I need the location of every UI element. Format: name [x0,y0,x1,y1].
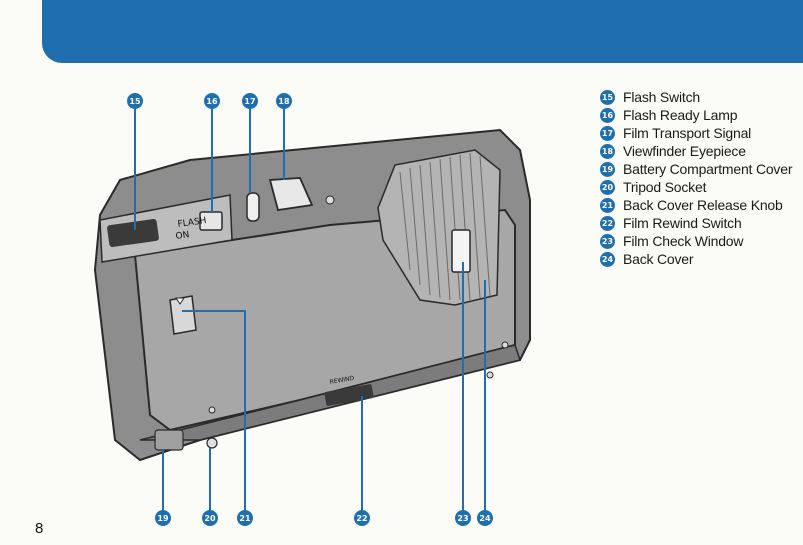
callout-18: 18 [276,93,292,109]
callout-number-badge: 21 [600,198,615,213]
callout-number-badge: 23 [600,234,615,249]
callout-19: 19 [155,510,171,526]
legend-item: 15 Flash Switch [600,88,792,106]
svg-text:21: 21 [239,514,251,523]
callout-number-badge: 16 [600,108,615,123]
legend-label: Viewfinder Eyepiece [623,143,746,159]
svg-text:23: 23 [457,514,468,523]
callout-21: 21 [237,510,253,526]
legend-item: 21 Back Cover Release Knob [600,196,792,214]
callout-22: 22 [354,510,370,526]
legend-item: 17 Film Transport Signal [600,124,792,142]
legend-label: Film Rewind Switch [623,215,742,231]
legend-label: Flash Switch [623,89,700,105]
legend-item: 20 Tripod Socket [600,178,792,196]
legend-item: 23 Film Check Window [600,232,792,250]
svg-text:20: 20 [204,514,216,523]
legend-item: 16 Flash Ready Lamp [600,106,792,124]
callout-number-badge: 22 [600,216,615,231]
callout-number-badge: 19 [600,162,615,177]
callout-number-badge: 15 [600,90,615,105]
legend-label: Battery Compartment Cover [623,161,792,177]
callout-number-badge: 20 [600,180,615,195]
svg-text:19: 19 [157,514,169,523]
legend-label: Flash Ready Lamp [623,107,737,123]
callout-23: 23 [455,510,471,526]
on-marking: ON [175,230,190,242]
svg-text:22: 22 [356,514,367,523]
svg-text:17: 17 [244,97,255,106]
svg-text:16: 16 [206,97,218,106]
callout-15: 15 [127,93,143,109]
svg-text:18: 18 [278,97,290,106]
callout-number-badge: 17 [600,126,615,141]
svg-text:24: 24 [479,514,491,523]
legend-item: 18 Viewfinder Eyepiece [600,142,792,160]
legend-item: 24 Back Cover [600,250,792,268]
svg-text:15: 15 [129,97,141,106]
camera-body [95,130,530,460]
legend-label: Film Check Window [623,233,743,249]
legend-label: Film Transport Signal [623,125,751,141]
legend-item: 19 Battery Compartment Cover [600,160,792,178]
page-number: 8 [35,520,43,537]
legend-label: Tripod Socket [623,179,706,195]
callout-16: 16 [204,93,220,109]
legend-item: 22 Film Rewind Switch [600,214,792,232]
callout-17: 17 [242,93,258,109]
callout-20: 20 [202,510,218,526]
legend-label: Back Cover Release Knob [623,197,783,213]
callout-number-badge: 24 [600,252,615,267]
callout-24: 24 [477,510,493,526]
legend-label: Back Cover [623,251,693,267]
callout-number-badge: 18 [600,144,615,159]
